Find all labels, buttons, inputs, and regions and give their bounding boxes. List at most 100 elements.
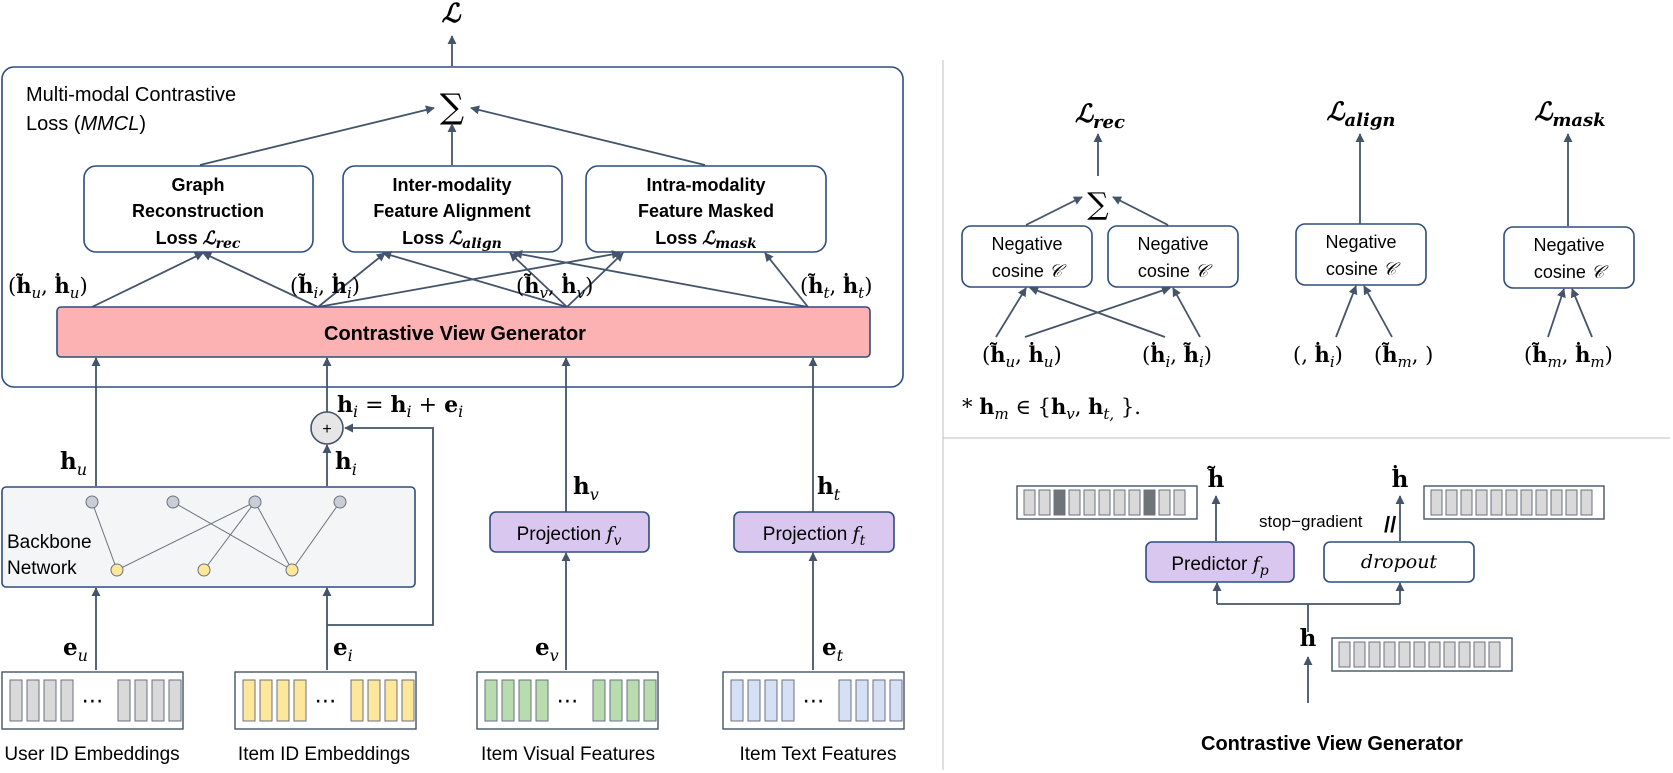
svg-text:Loss ℒmask: Loss ℒmask xyxy=(655,228,757,252)
input-pair-u: (h̃u, ḣu) xyxy=(982,342,1062,371)
label-hu: hu xyxy=(60,448,87,479)
backbone-network-panel xyxy=(1,486,416,588)
vector-h-input xyxy=(1331,637,1513,672)
projection-fv-block xyxy=(489,511,650,553)
vector-cell xyxy=(1353,641,1366,668)
svg-text:Inter-modality: Inter-modality xyxy=(392,175,511,195)
vector-cell xyxy=(1068,489,1081,516)
label-ei: ei xyxy=(333,634,353,665)
vector-cell xyxy=(643,679,657,722)
mmcl-container xyxy=(1,66,904,388)
generator-label: Contrastive View Generator xyxy=(324,323,586,345)
dropout-block xyxy=(1323,541,1475,583)
vector-cell xyxy=(168,679,182,722)
arrow-neg1-to-sum xyxy=(1025,196,1083,226)
projection-fv-label: Projection fv xyxy=(517,523,622,549)
label-hi: hi xyxy=(335,448,357,479)
pair-label-u: (h̃u, ḣu) xyxy=(8,273,88,302)
vector-cell xyxy=(1338,641,1351,668)
label-eu: eu xyxy=(63,634,88,665)
svg-text:Negative: Negative xyxy=(1533,235,1604,255)
svg-text:cosine 𝒞: cosine 𝒞 xyxy=(1138,261,1213,282)
svg-text:Loss ℒalign: Loss ℒalign xyxy=(402,228,502,252)
svg-text:Reconstruction: Reconstruction xyxy=(132,201,264,221)
vector-cell xyxy=(1460,489,1473,516)
vector-h-tilde xyxy=(1016,485,1198,520)
vector-h-dot xyxy=(1423,485,1605,520)
loss-align-symbol: ℒalign xyxy=(1326,97,1395,131)
vector-cell xyxy=(855,679,869,722)
vector-cell xyxy=(872,679,886,722)
label-ht: ht xyxy=(817,473,841,504)
backbone-label-line1: Backbone xyxy=(7,532,92,553)
vector-cell xyxy=(276,679,290,722)
arrow-hm-to-neg4-a xyxy=(1547,288,1566,338)
arrow-rec-to-sum xyxy=(199,105,435,166)
negative-cosine-box-4: Negative cosine 𝒞 xyxy=(1503,226,1635,289)
vector-cell xyxy=(293,679,307,722)
svg-text:Intra-modality: Intra-modality xyxy=(646,175,765,195)
vector-cell xyxy=(1128,489,1141,516)
residual-skip-connection xyxy=(327,423,434,626)
svg-text:Negative: Negative xyxy=(991,234,1062,254)
label-h-tilde: h̃ xyxy=(1207,466,1225,493)
projection-ft-label: Projection ft xyxy=(763,523,866,549)
svg-text:cosine 𝒞: cosine 𝒞 xyxy=(1534,262,1609,283)
vector-cell xyxy=(1445,489,1458,516)
vector-cell xyxy=(367,679,381,722)
arrow-i-to-align xyxy=(317,252,386,308)
loss-rec-symbol: ℒrec xyxy=(1075,99,1125,133)
vector-cell xyxy=(1475,489,1488,516)
arrow-pairi-to-neg2 xyxy=(1172,287,1201,338)
svg-text:Feature Masked: Feature Masked xyxy=(638,201,774,221)
vector-cell xyxy=(730,679,744,722)
vector-cell xyxy=(1430,489,1443,516)
pair-label-t: (h̃t, ḣt) xyxy=(800,273,872,302)
vector-cell xyxy=(764,679,778,722)
vector-cell xyxy=(1535,489,1548,516)
arrow-hm-to-neg4-b xyxy=(1570,288,1593,338)
backbone-label-line2: Network xyxy=(7,558,77,579)
svg-text:cosine 𝒞: cosine 𝒞 xyxy=(992,261,1067,282)
negative-cosine-box-1: Negative cosine 𝒞 xyxy=(961,225,1093,288)
vector-cell xyxy=(242,679,256,722)
vector-cell xyxy=(151,679,165,722)
svg-text:Graph: Graph xyxy=(171,175,224,195)
vector-cell xyxy=(1428,641,1441,668)
vector-ellipsis: ⋯ xyxy=(82,689,104,714)
negative-cosine-box-3: Negative cosine 𝒞 xyxy=(1295,223,1427,286)
vector-ellipsis: ⋯ xyxy=(803,689,825,714)
loss-box-mask: Intra-modality Feature Masked Loss ℒmask xyxy=(585,165,827,253)
vector-cell xyxy=(501,679,515,722)
pair-label-i: (h̃i, ḣi) xyxy=(290,273,360,302)
projection-ft-block xyxy=(733,511,895,553)
vector-cell xyxy=(1098,489,1111,516)
vector-cell xyxy=(350,679,364,722)
vector-cell xyxy=(535,679,549,722)
embedding-vector-item: ⋯ xyxy=(234,671,417,730)
vector-cell xyxy=(592,679,606,722)
vector-cell xyxy=(259,679,273,722)
residual-equation: hi = hi + ei xyxy=(337,392,463,421)
vector-cell xyxy=(134,679,148,722)
vector-cell xyxy=(609,679,623,722)
plus-sign: + xyxy=(322,421,331,438)
embedding-vector-text: ⋯ xyxy=(722,671,905,730)
vector-cell xyxy=(1038,489,1051,516)
vector-cell xyxy=(781,679,795,722)
negative-cosine-box-2: Negative cosine 𝒞 xyxy=(1107,225,1239,288)
vector-cell xyxy=(1473,641,1486,668)
predictor-block xyxy=(1145,541,1295,583)
vector-cell xyxy=(518,679,532,722)
loss-box-rec: Graph Reconstruction Loss ℒrec xyxy=(83,165,314,253)
sum-symbol: ∑ xyxy=(440,87,464,127)
vector-cell xyxy=(384,679,398,722)
arrow-t-to-mask xyxy=(764,252,809,308)
residual-add-node xyxy=(310,411,344,445)
label-ev: ev xyxy=(535,634,559,665)
embedding-vector-user: ⋯ xyxy=(1,671,184,730)
vector-cell xyxy=(1520,489,1533,516)
sum-symbol-right: ∑ xyxy=(1087,187,1109,222)
vector-cell xyxy=(1490,489,1503,516)
